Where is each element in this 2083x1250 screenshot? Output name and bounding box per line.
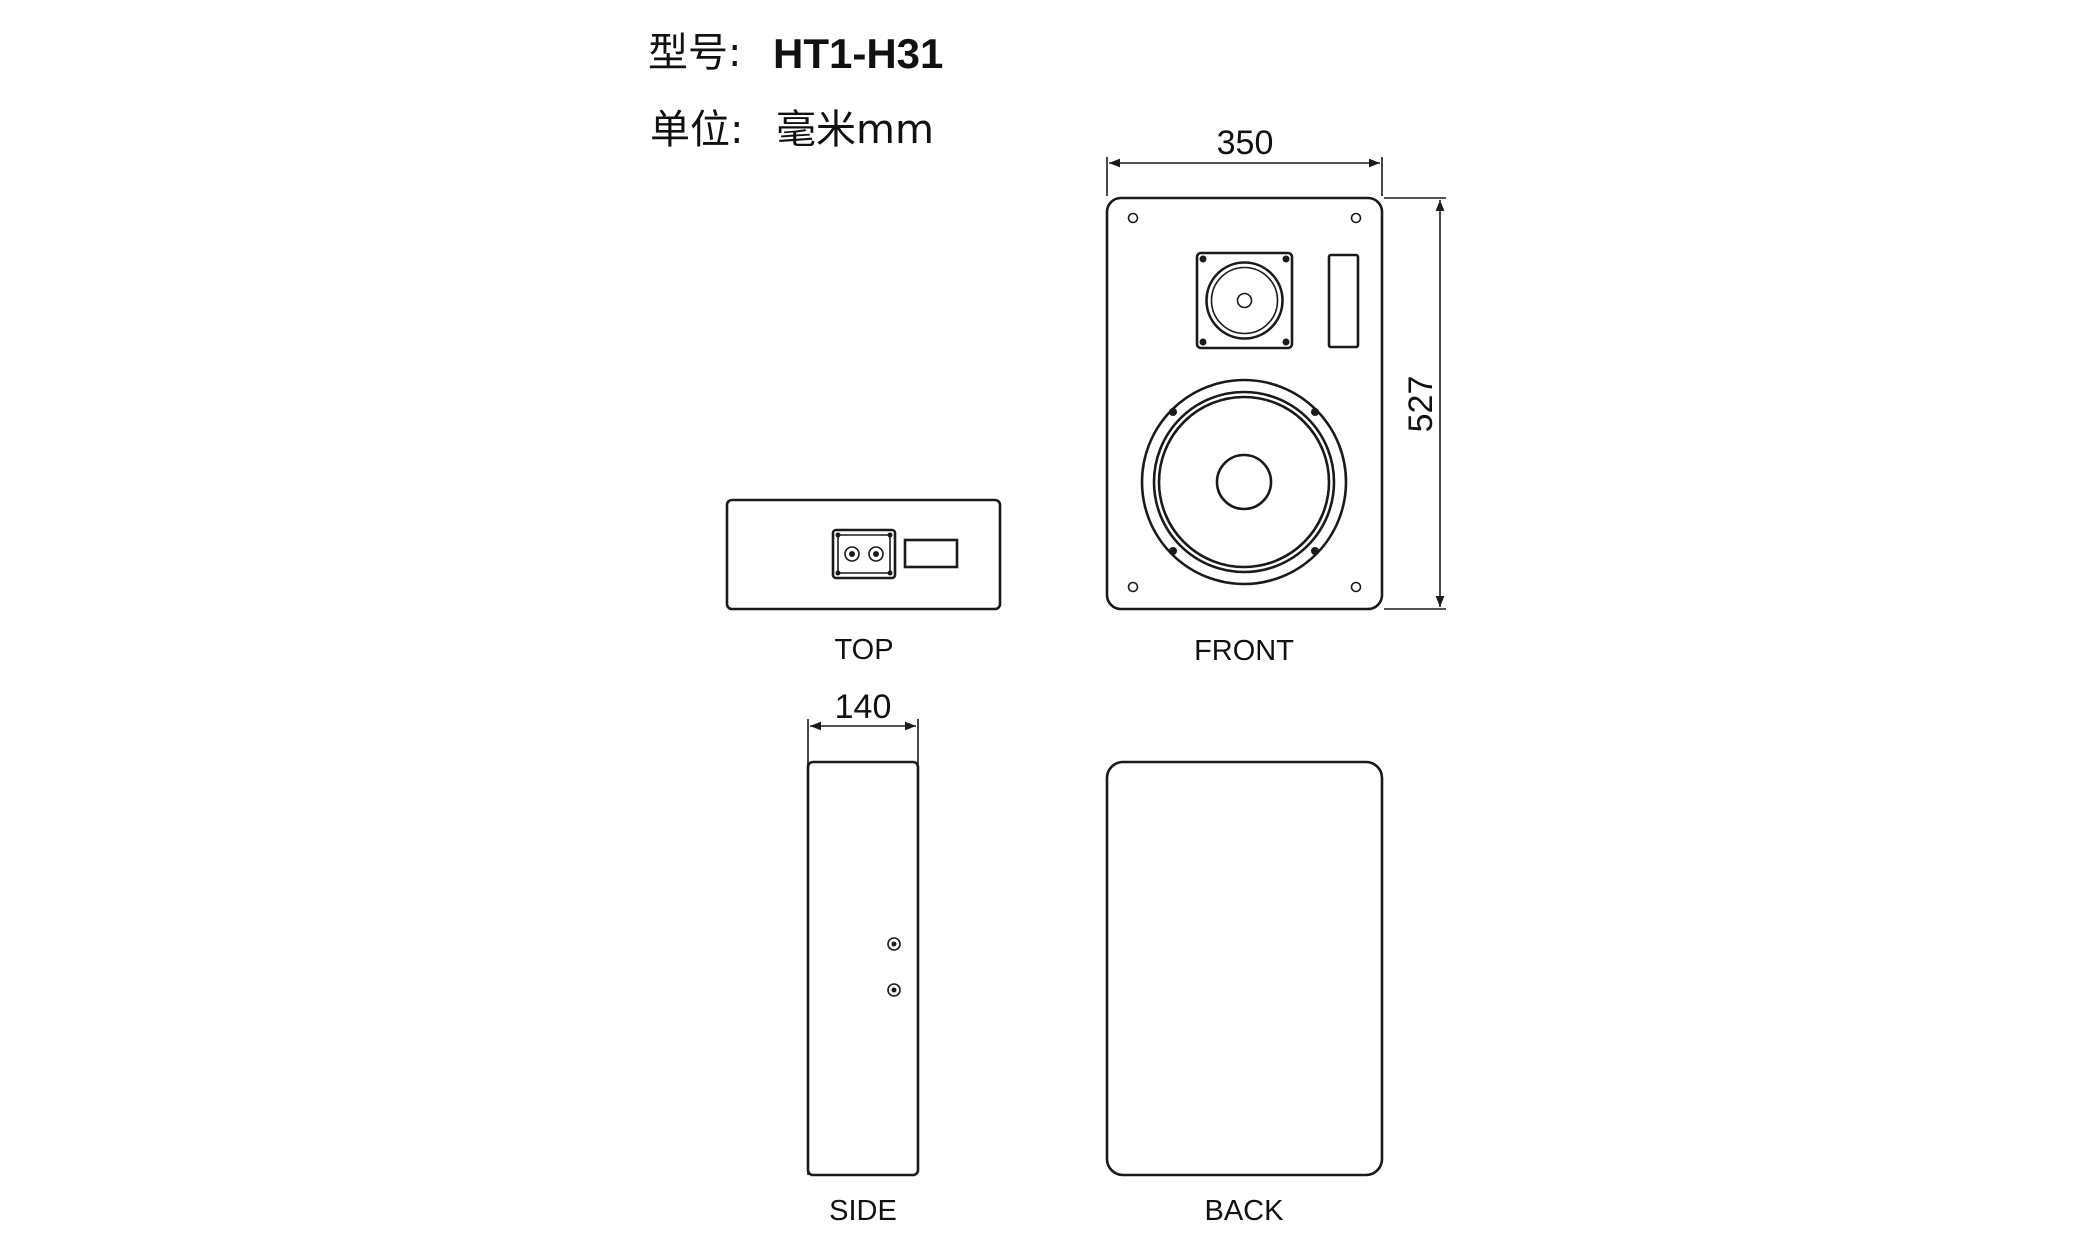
top-view-label: TOP <box>834 634 893 666</box>
unit-label: 单位: <box>650 107 743 153</box>
back-view-label: BACK <box>1205 1195 1285 1227</box>
back-view <box>1105 760 1384 1177</box>
depth-dimension: 140 <box>807 688 919 764</box>
width-dimension-label: 350 <box>1217 124 1274 162</box>
height-dimension: 527 <box>1384 197 1446 610</box>
top-cabinet-outline <box>725 498 1002 611</box>
side-screw-lower <box>887 983 901 997</box>
woofer <box>1140 378 1348 586</box>
model-value: HT1-H31 <box>773 30 943 77</box>
front-port-slot <box>1327 253 1360 349</box>
front-cabinet-outline <box>1105 196 1384 611</box>
model-label: 型号: <box>648 30 741 76</box>
depth-dimension-label: 140 <box>835 688 892 726</box>
side-view-label: SIDE <box>829 1195 897 1227</box>
front-view <box>1105 196 1384 611</box>
front-screw-hole-bottom-left <box>1127 581 1139 593</box>
top-view <box>725 498 1002 611</box>
back-cabinet-outline <box>1105 760 1384 1177</box>
front-view-label: FRONT <box>1194 635 1294 667</box>
front-screw-hole-top-right <box>1350 212 1362 224</box>
side-screw-upper <box>887 937 901 951</box>
side-cabinet-outline <box>806 760 920 1177</box>
front-screw-hole-bottom-right <box>1350 581 1362 593</box>
front-screw-hole-top-left <box>1127 212 1139 224</box>
side-view <box>806 760 920 1177</box>
top-port-slot <box>903 538 959 569</box>
terminal-block <box>831 528 897 580</box>
unit-value: 毫米mm <box>776 107 934 153</box>
width-dimension: 350 <box>1106 124 1383 196</box>
tweeter <box>1195 251 1294 350</box>
height-dimension-label: 527 <box>1402 376 1440 433</box>
